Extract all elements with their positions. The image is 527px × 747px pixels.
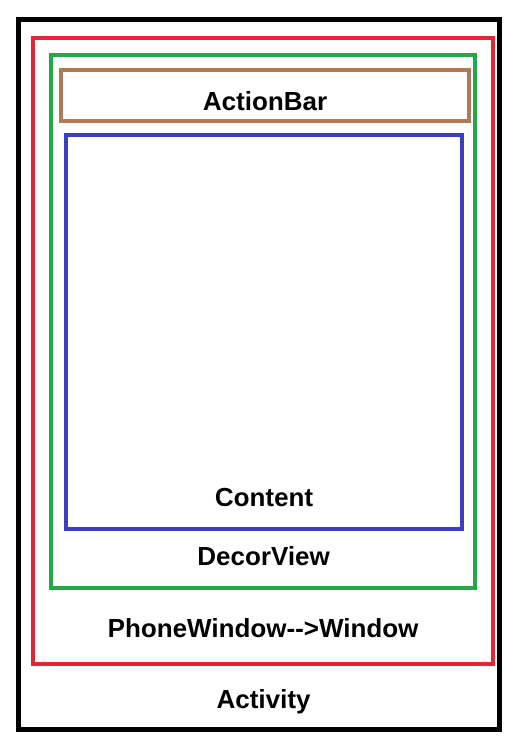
phone-window-box bbox=[31, 36, 495, 666]
content-box bbox=[64, 133, 464, 531]
decor-view-label: DecorView bbox=[197, 541, 330, 571]
phone-window-label: PhoneWindow-->Window bbox=[107, 613, 419, 643]
action-bar-box bbox=[59, 68, 471, 123]
decor-view-box bbox=[49, 53, 477, 590]
activity-box bbox=[16, 17, 502, 732]
action-bar-label: ActionBar bbox=[202, 86, 328, 116]
activity-label: Activity bbox=[216, 684, 311, 714]
content-label: Content bbox=[214, 482, 314, 512]
